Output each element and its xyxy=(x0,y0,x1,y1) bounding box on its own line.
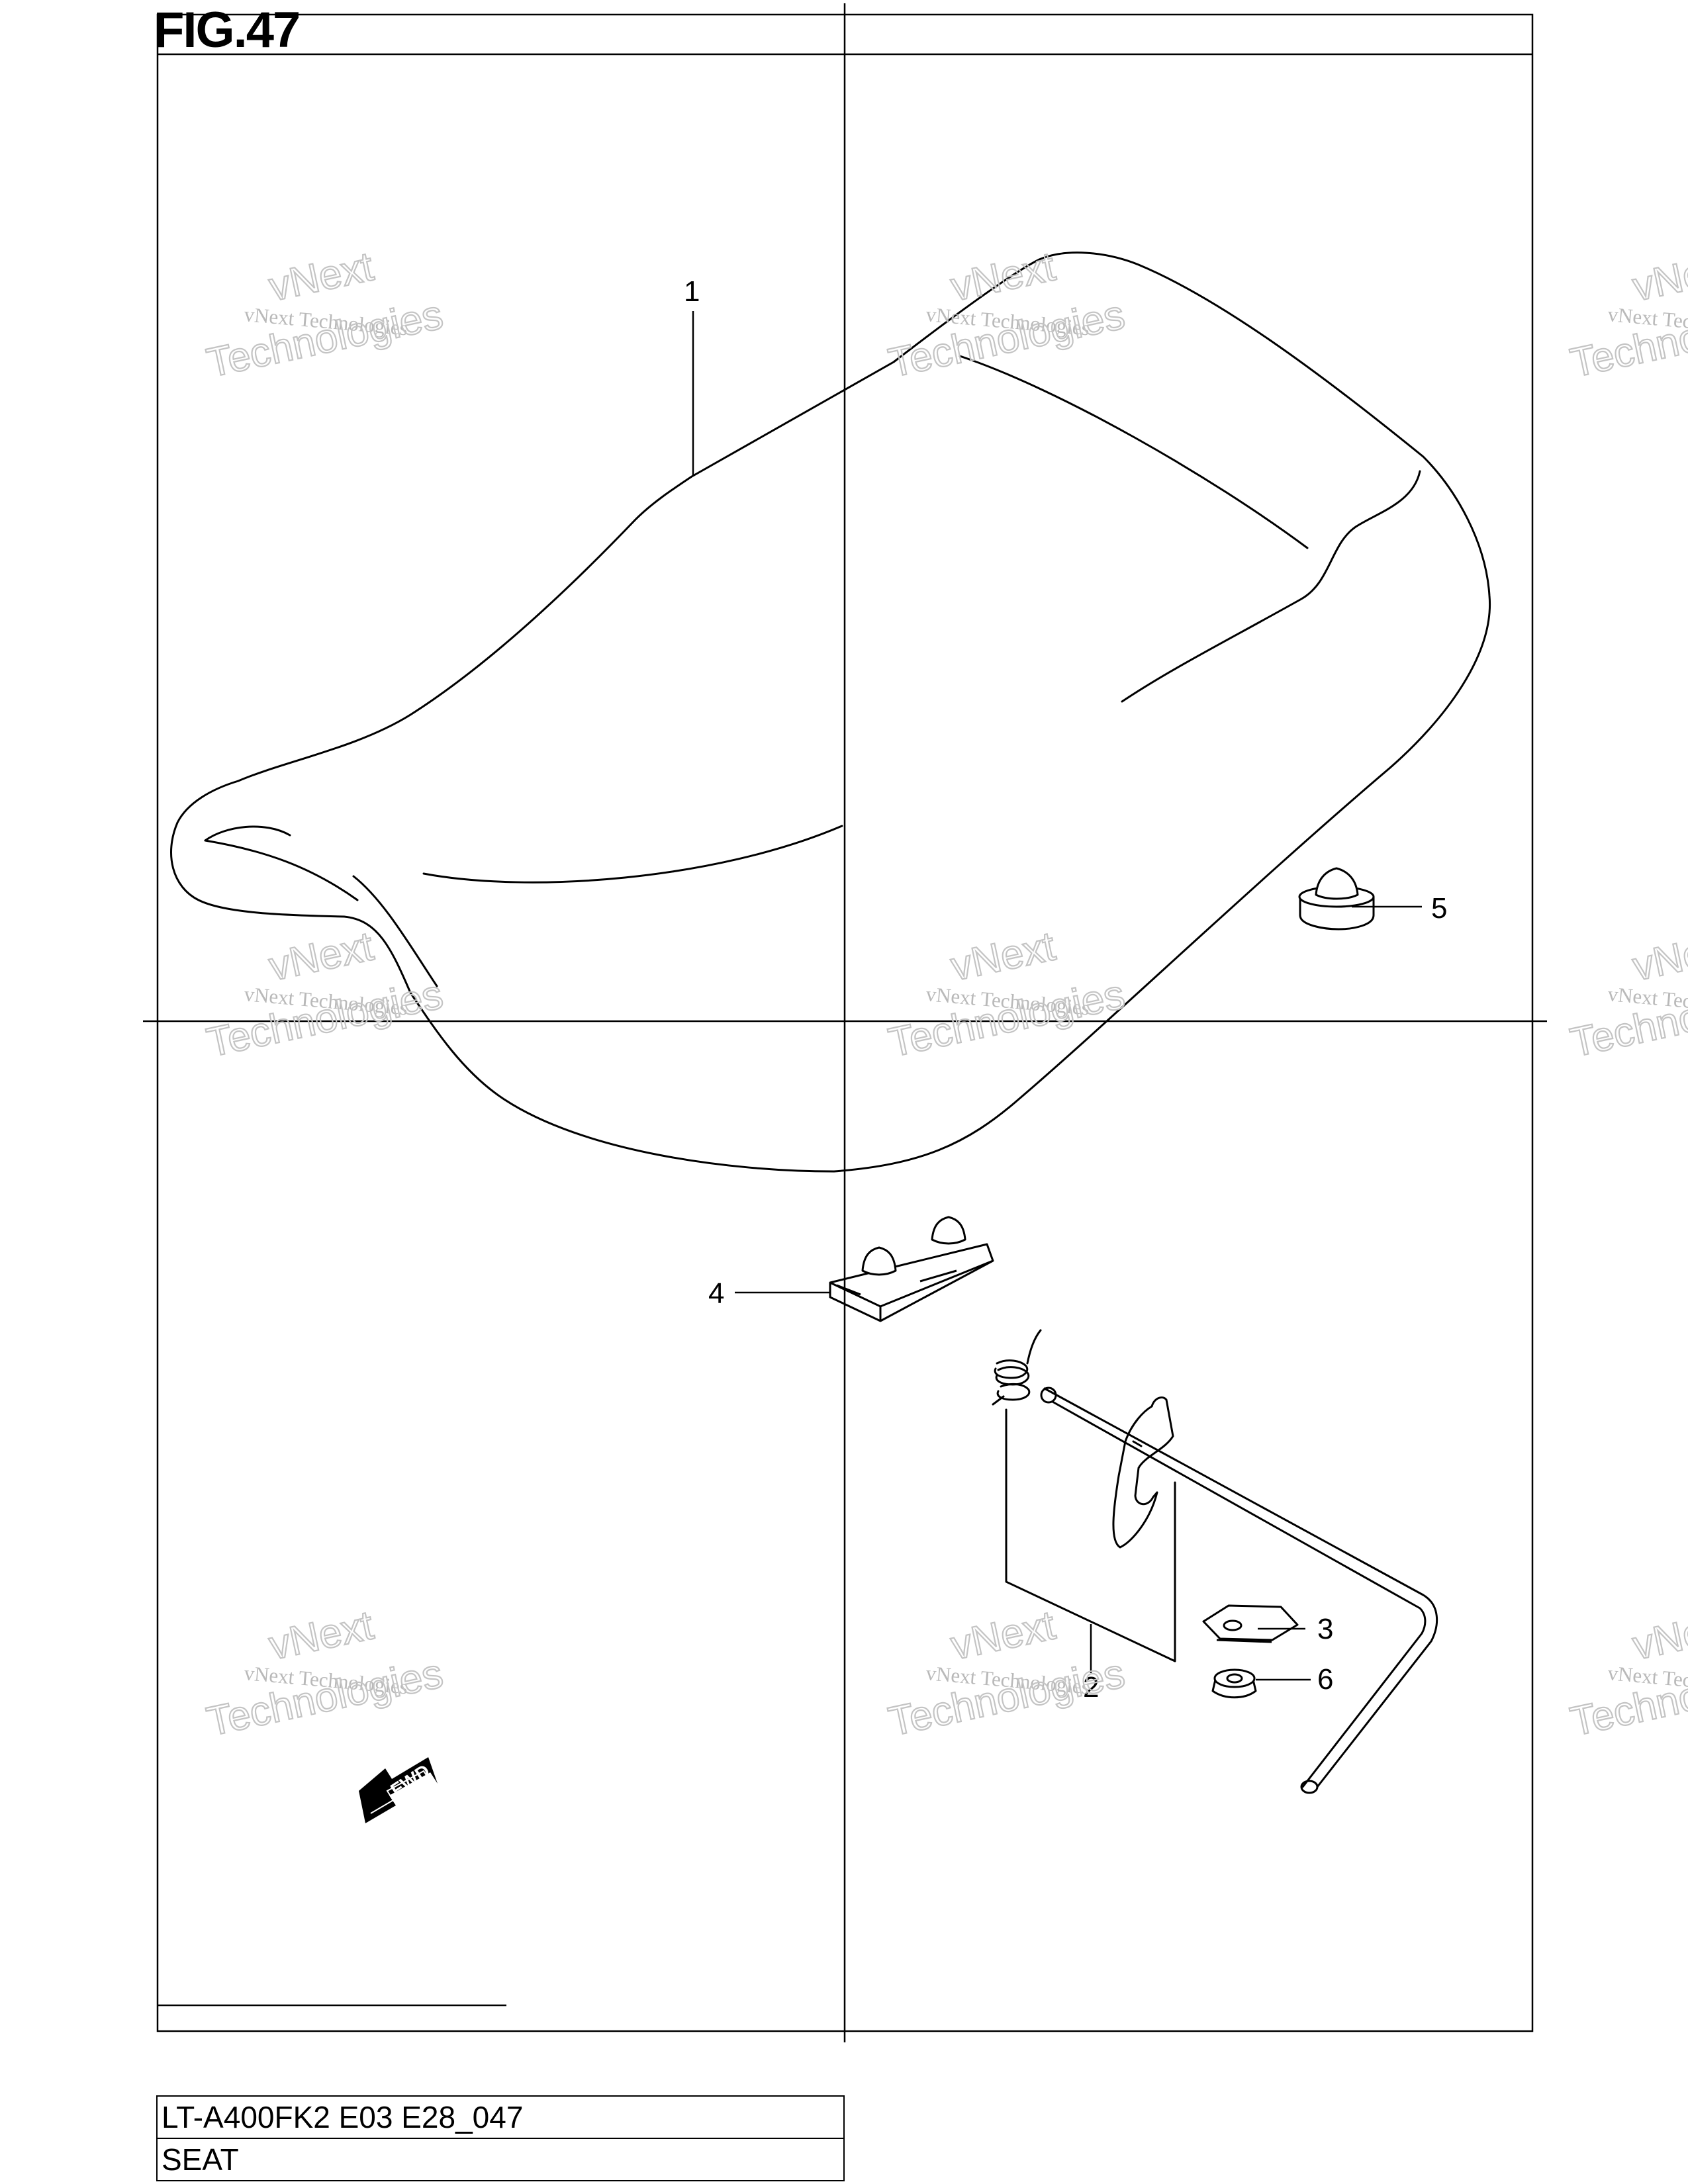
watermark-group: vNext Technologies vNext Technologies vN… xyxy=(202,243,1688,1746)
watermark-text: Technologies xyxy=(885,1651,1129,1745)
watermark-text: vNext xyxy=(265,1602,377,1668)
watermark: vNext Technologies vNext Technologies xyxy=(884,1602,1129,1746)
watermark-text: vNext xyxy=(1629,1602,1688,1668)
watermark-text: vNext xyxy=(1629,244,1688,310)
diagram-frame xyxy=(143,3,1547,2042)
latch-assembly-part xyxy=(992,1329,1438,1794)
plate-part xyxy=(1202,1604,1299,1643)
watermark-text: vNext xyxy=(947,1602,1059,1668)
watermark-text: Technologies xyxy=(203,292,447,387)
watermark: vNext Technologies vNext Technologies xyxy=(884,923,1129,1067)
section-name: SEAT xyxy=(156,2138,845,2181)
callout-3: 3 xyxy=(1317,1613,1333,1645)
watermark-text: vNext xyxy=(1629,923,1688,989)
watermark-text: Technologies xyxy=(885,292,1129,387)
watermark-text: Technologies xyxy=(203,1651,447,1745)
cushion-plate-part xyxy=(829,1216,994,1322)
nut-part xyxy=(1211,1668,1257,1699)
callout-5: 5 xyxy=(1431,892,1447,925)
cushion-part xyxy=(1298,867,1375,931)
watermark-text: Technologies xyxy=(203,972,447,1066)
callout-1: 1 xyxy=(684,275,700,308)
callout-2: 2 xyxy=(1083,1671,1099,1704)
watermark: vNext Technologies vNext Technologies xyxy=(202,243,447,387)
watermark-text: vNext xyxy=(947,244,1059,310)
fwd-arrow-icon: FWD xyxy=(359,1757,438,1823)
watermark-text: vNext xyxy=(265,923,377,989)
info-row: SEAT xyxy=(156,2138,845,2181)
watermark: vNext Technologies vNext Technologies xyxy=(202,1602,447,1746)
watermark: vNext Technologies vNext Technologies xyxy=(1566,1602,1688,1746)
callout-4: 4 xyxy=(708,1277,724,1310)
callout-leaders xyxy=(692,311,1422,1681)
watermark: vNext Technologies vNext Technologies xyxy=(1566,923,1688,1067)
watermark-text: Technologies xyxy=(885,972,1129,1066)
watermark: vNext Technologies vNext Technologies xyxy=(1566,243,1688,387)
seat-part xyxy=(170,251,1491,1173)
info-row: LT-A400FK2 E03 E28_047 xyxy=(156,2095,845,2139)
figure-title: FIG.47 xyxy=(154,2,301,58)
watermark-text: vNext xyxy=(265,244,377,310)
info-block: LT-A400FK2 E03 E28_047 SEAT xyxy=(156,2095,845,2181)
model-code: LT-A400FK2 E03 E28_047 xyxy=(156,2095,845,2139)
callout-6: 6 xyxy=(1317,1663,1333,1696)
watermark: vNext Technologies vNext Technologies xyxy=(884,243,1129,387)
watermark-text: vNext xyxy=(947,923,1059,989)
